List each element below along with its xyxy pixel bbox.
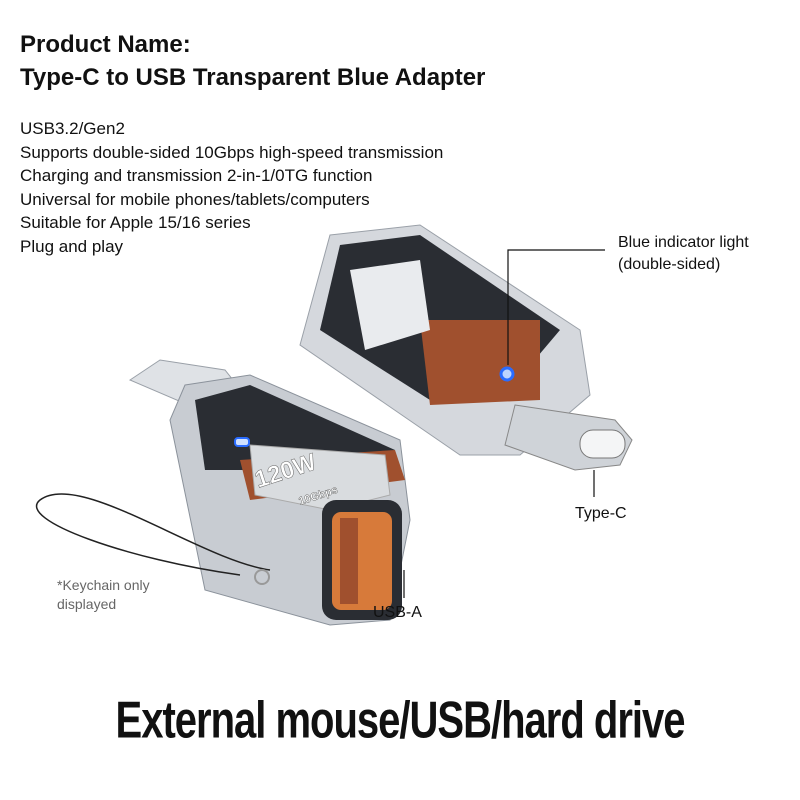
adapter-rear <box>299 224 633 471</box>
blue-indicator-light <box>234 437 250 447</box>
blue-indicator-light <box>499 366 515 382</box>
callout-text: (double-sided) <box>618 256 721 273</box>
type-c-connector <box>504 404 633 471</box>
feature-item: USB3.2/Gen2 <box>20 119 125 138</box>
feature-item: Charging and transmission 2-in-1/0TG fun… <box>20 166 373 185</box>
callout-text: Blue indicator light <box>618 234 749 251</box>
product-name: Type-C to USB Transparent Blue Adapter <box>20 64 486 91</box>
usb-a-callout: USB-A <box>373 604 422 621</box>
note-text: *Keychain only <box>57 577 150 593</box>
type-c-callout: Type-C <box>575 505 627 522</box>
feature-item: Suitable for Apple 15/16 series <box>20 213 251 232</box>
blue-light-callout: Blue indicator light (double-sided) <box>618 232 749 276</box>
feature-item: Universal for mobile phones/tablets/comp… <box>20 189 370 209</box>
blue-light-callout-line <box>507 249 605 365</box>
product-name-label: Product Name: <box>20 31 191 58</box>
tagline: External mouse/USB/hard drive <box>115 692 686 750</box>
usb-a-port <box>322 500 402 620</box>
adapter-front: 120W 10Gbps <box>128 359 411 626</box>
note-text: displayed <box>57 596 117 612</box>
keychain-note: *Keychain only displayed <box>57 576 150 614</box>
feature-list: USB3.2/Gen2 Supports double-sided 10Gbps… <box>20 117 443 258</box>
feature-item: Plug and play <box>20 236 124 256</box>
feature-item: Supports double-sided 10Gbps high-speed … <box>20 142 444 162</box>
keychain-lanyard <box>36 493 271 576</box>
